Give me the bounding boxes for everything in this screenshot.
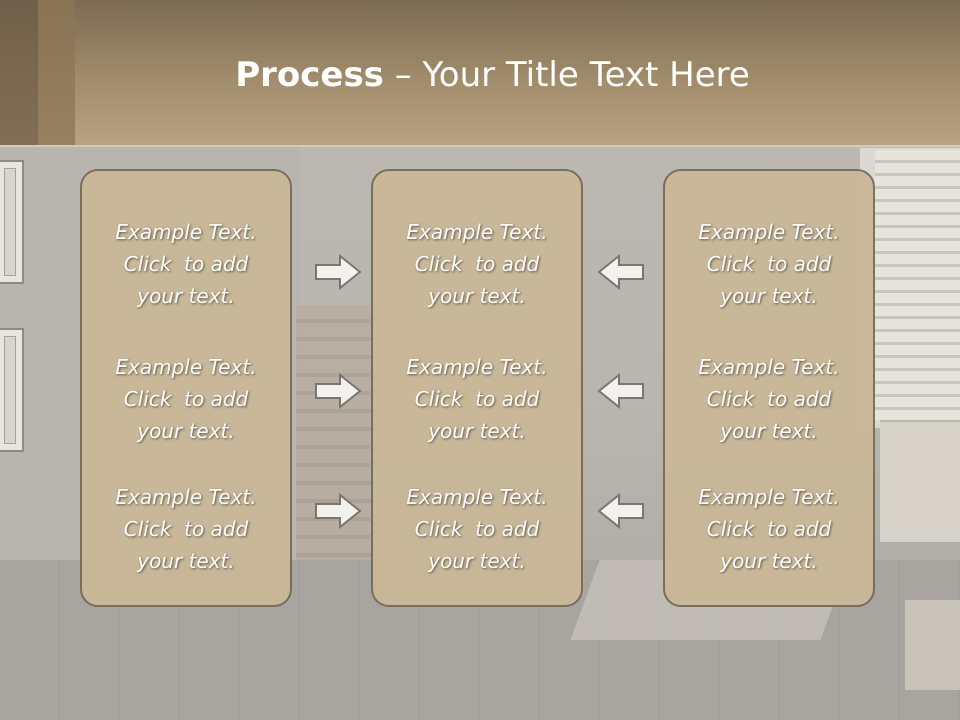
process-box-right[interactable]: Example Text. Click to add your text. Ex… — [663, 169, 875, 607]
arrow-left-icon — [597, 371, 645, 411]
text-block[interactable]: Example Text. Click to add your text. — [115, 485, 257, 573]
text-block[interactable]: Example Text. Click to add your text. — [698, 485, 840, 573]
title-bar: Process – Your Title Text Here — [0, 0, 960, 145]
title-divider — [0, 145, 960, 147]
process-box-center[interactable]: Example Text. Click to add your text. Ex… — [371, 169, 583, 607]
arrow-right-icon — [314, 252, 362, 292]
text-block[interactable]: Example Text. Click to add your text. — [115, 355, 257, 443]
text-block[interactable]: Example Text. Click to add your text. — [698, 220, 840, 308]
text-block[interactable]: Example Text. Click to add your text. — [406, 485, 548, 573]
text-block[interactable]: Example Text. Click to add your text. — [406, 220, 548, 308]
arrow-right-icon — [314, 491, 362, 531]
sofa — [880, 420, 960, 542]
slide-title[interactable]: Process – Your Title Text Here — [0, 54, 960, 96]
picture-frame — [0, 160, 24, 284]
title-rest: – Your Title Text Here — [383, 55, 750, 95]
side-table — [905, 600, 960, 690]
wood-panel — [296, 305, 376, 565]
arrow-left-icon — [597, 252, 645, 292]
arrow-left-icon — [597, 491, 645, 531]
text-block[interactable]: Example Text. Click to add your text. — [698, 355, 840, 443]
text-block[interactable]: Example Text. Click to add your text. — [406, 355, 548, 443]
picture-frame — [0, 328, 24, 452]
process-box-left[interactable]: Example Text. Click to add your text. Ex… — [80, 169, 292, 607]
text-block[interactable]: Example Text. Click to add your text. — [115, 220, 257, 308]
arrow-right-icon — [314, 371, 362, 411]
title-bold: Process — [235, 55, 384, 95]
window-blinds — [875, 150, 960, 420]
